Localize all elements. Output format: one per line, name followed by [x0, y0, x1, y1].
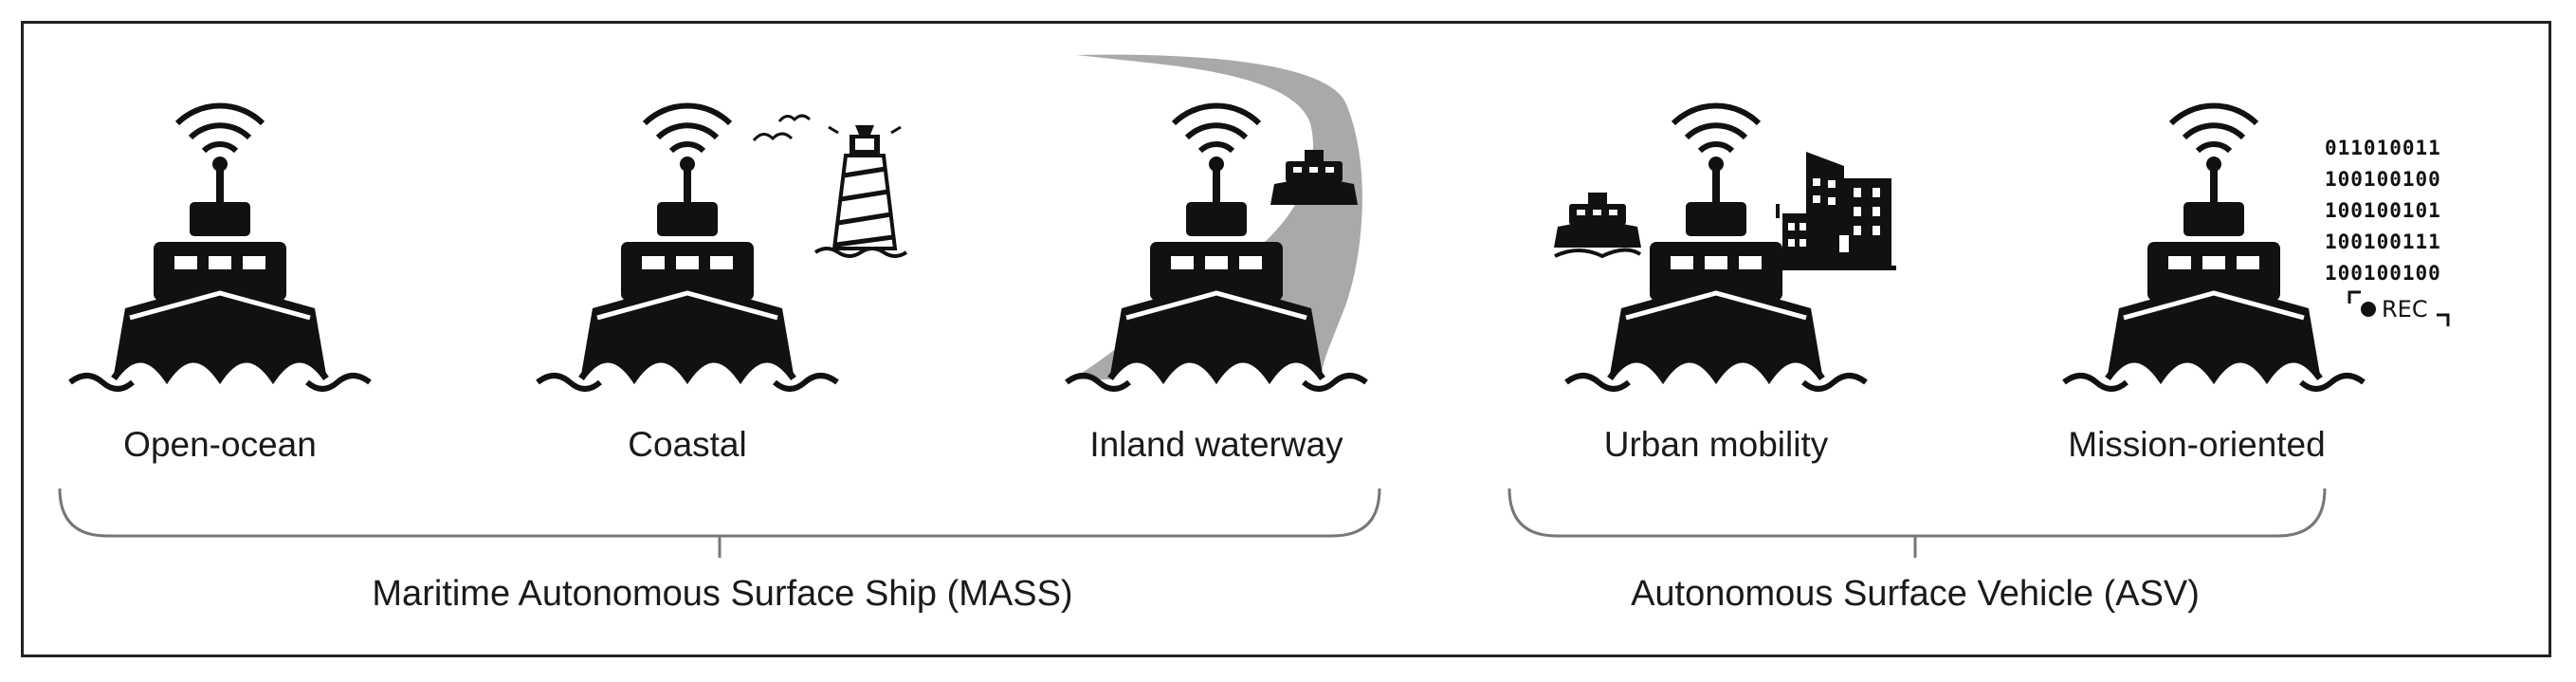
river-shape — [1071, 54, 1362, 379]
mass-brace — [58, 488, 1381, 558]
urban-boat-icon — [1554, 193, 1642, 259]
group-label-mass: Maritime Autonomous Surface Ship (MASS) — [372, 574, 1073, 614]
category-label-urban-mobility: Urban mobility — [1603, 425, 1829, 464]
lighthouse-icon — [813, 125, 908, 258]
category-label-inland-waterway: Inland waterway — [1089, 425, 1343, 464]
rec-frame-icon — [2348, 290, 2450, 326]
binary-line: 011010011 — [2325, 137, 2441, 159]
category-label-open-ocean: Open-ocean — [123, 425, 317, 464]
binary-line: 100100100 — [2325, 262, 2441, 285]
category-label-coastal: Coastal — [628, 425, 747, 464]
rec-dot-icon — [2361, 302, 2376, 317]
binary-line: 100100100 — [2325, 168, 2441, 191]
birds-icon — [752, 114, 812, 142]
city-buildings-icon — [1773, 152, 1896, 270]
asv-brace — [1507, 488, 2327, 558]
binary-data-block: 011010011 100100100 100100101 100100111 … — [2325, 133, 2441, 289]
group-label-asv: Autonomous Surface Vehicle (ASV) — [1631, 574, 2200, 614]
category-label-mission-oriented: Mission-oriented — [2068, 425, 2326, 464]
ship-open-ocean-icon — [70, 106, 370, 389]
rec-label: REC — [2382, 296, 2428, 323]
binary-line: 100100111 — [2325, 230, 2441, 253]
ship-mission-icon — [2064, 106, 2364, 389]
binary-line: 100100101 — [2325, 199, 2441, 222]
ship-coastal-icon — [538, 106, 837, 389]
